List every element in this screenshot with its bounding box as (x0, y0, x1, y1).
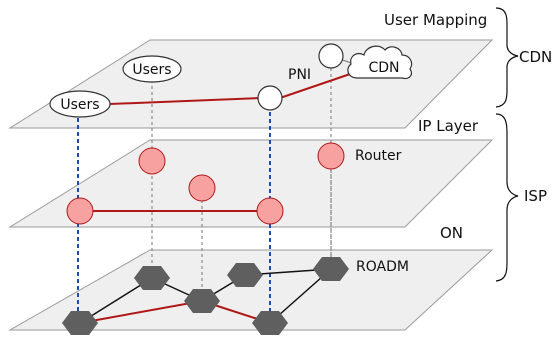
roadm-node-b (134, 266, 170, 290)
roadm-node-e (313, 257, 349, 281)
roadm-node-d (227, 263, 263, 287)
roadm-node-f (252, 311, 288, 335)
router-node-top (138, 147, 166, 175)
roadm-label: ROADM (356, 259, 409, 275)
plane-ip-layer (8, 139, 494, 228)
cdn-cloud (347, 45, 413, 80)
pni-label: PNI (288, 67, 311, 83)
users-node-left (49, 90, 111, 118)
link-pni-cdn (279, 71, 357, 99)
roadm-node-c (184, 289, 220, 313)
users-node-top (122, 55, 182, 83)
router-label: Router (355, 148, 402, 164)
user-mapping-label: User Mapping (384, 11, 487, 29)
isp-side-label: ISP (524, 187, 547, 205)
router-node-right (256, 197, 284, 225)
roadm-node-a (62, 311, 98, 335)
users-label-left: Users (60, 97, 99, 113)
cdn-brace (495, 7, 519, 108)
users-label-top: Users (132, 62, 171, 78)
isp-brace (495, 113, 519, 282)
router-node-far-right (317, 142, 345, 170)
cdn-node (318, 43, 344, 69)
link-roadm-red-a-c (79, 300, 203, 324)
cdn-side-label: CDN (519, 48, 552, 66)
ip-layer-label: IP Layer (418, 117, 479, 135)
router-node-mid (188, 174, 216, 202)
cdn-cloud-label: CDN (368, 60, 399, 76)
link-users-pni (109, 97, 261, 105)
on-label: ON (440, 224, 463, 242)
router-node-left (66, 197, 94, 225)
pni-node (257, 85, 283, 111)
